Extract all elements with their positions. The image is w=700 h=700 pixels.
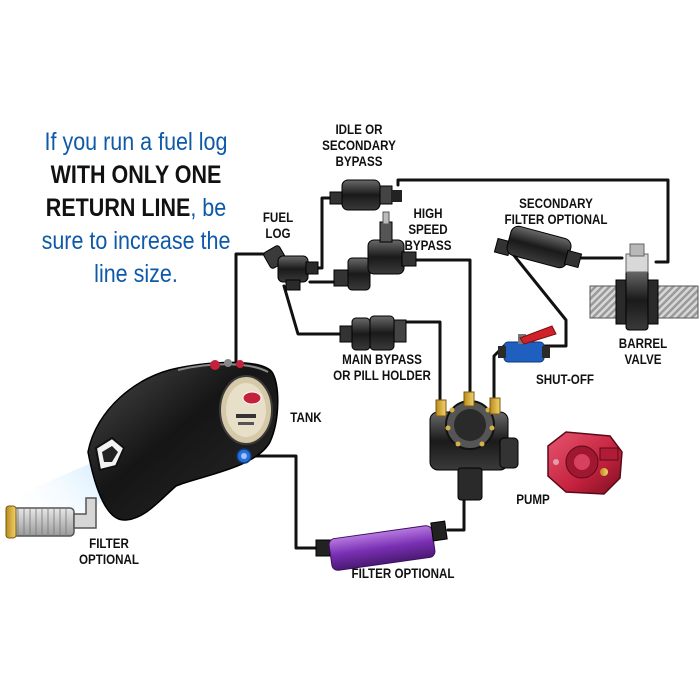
line-log-to-mainbypass	[282, 284, 344, 336]
label-filter-left: FILTER OPTIONAL	[79, 536, 139, 567]
instruction-note: If you run a fuel log WITH ONLY ONE RETU…	[36, 126, 236, 291]
main-bypass-part	[339, 315, 407, 351]
line-highspeed-to-pump	[414, 258, 472, 400]
fuel-lines	[234, 178, 670, 550]
line-mainbypass-to-pump	[402, 320, 442, 402]
label-filter-bottom: FILTER OPTIONAL	[351, 566, 455, 581]
shutoff-valve	[498, 325, 557, 363]
label-idle-bypass: IDLE OR SECONDARY BYPASS	[322, 122, 396, 169]
label-tank: TANK	[290, 410, 322, 425]
note-highlight: WITH ONLY ONE RETURN LINE	[45, 161, 222, 222]
label-fuel-log: FUEL LOG	[262, 210, 294, 241]
line-idle-to-barrel	[396, 178, 670, 264]
fuel-tank	[87, 359, 279, 521]
pickup-filter	[5, 497, 97, 539]
high-speed-bypass-part	[333, 211, 417, 291]
barrel-valve-part	[589, 243, 699, 331]
inline-filter-part	[315, 520, 448, 571]
label-shut-off: SHUT-OFF	[535, 372, 595, 387]
label-secondary-filter: SECONDARY FILTER OPTIONAL	[504, 196, 608, 227]
idle-bypass-part	[329, 179, 402, 211]
note-text-1: If you run a fuel log	[44, 128, 228, 156]
line-tank-to-log	[234, 252, 270, 372]
note-text-2: , be sure to increase the line size.	[41, 194, 231, 288]
label-high-speed-bypass: HIGH SPEED BYPASS	[404, 206, 452, 253]
line-filter-to-pump	[446, 496, 466, 532]
label-main-bypass: MAIN BYPASS OR PILL HOLDER	[333, 352, 431, 383]
label-pump: PUMP	[516, 492, 550, 507]
line-log-to-idle	[308, 196, 338, 270]
secondary-filter-part	[493, 225, 583, 269]
fuel-pump	[429, 391, 519, 501]
line-tank-to-filter	[250, 454, 320, 550]
fuel-log-part	[263, 245, 319, 291]
red-pump	[547, 431, 623, 495]
label-barrel-valve: BARREL VALVE	[618, 336, 668, 367]
